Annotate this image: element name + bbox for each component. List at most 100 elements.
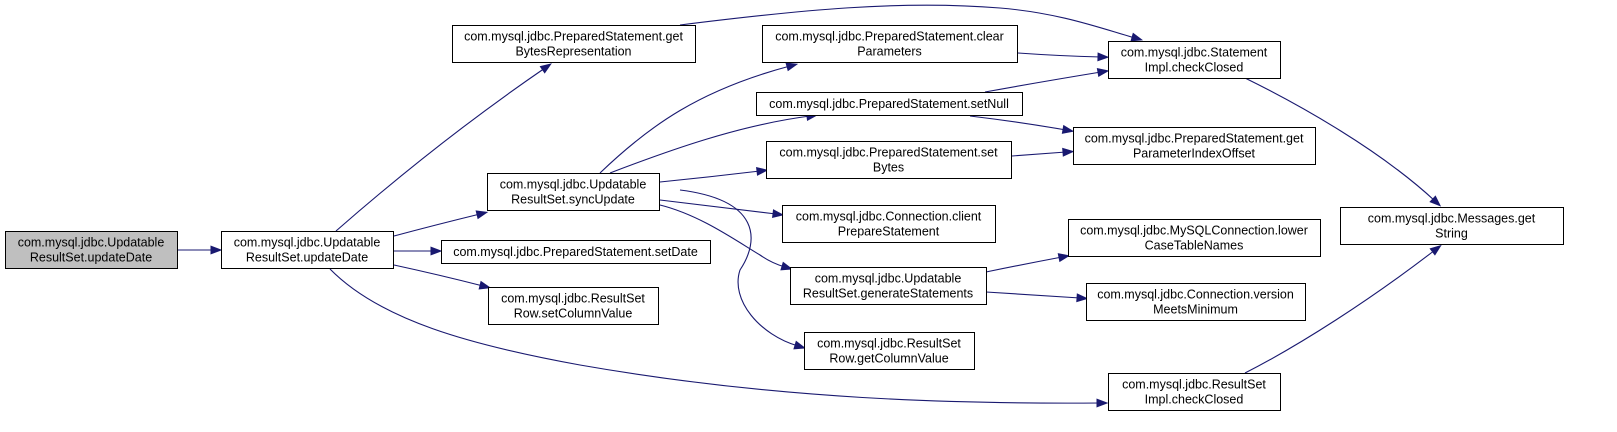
edge-n11-n16 bbox=[985, 291, 1089, 303]
node-box bbox=[452, 25, 696, 63]
node-label-line: com.mysql.jdbc.Updatable bbox=[18, 236, 165, 250]
node-label-line: com.mysql.jdbc.Statement bbox=[1121, 46, 1268, 60]
node-box bbox=[1108, 41, 1281, 79]
edge-line bbox=[1244, 249, 1436, 374]
node-n9[interactable]: com.mysql.jdbc.PreparedStatement.setByte… bbox=[766, 141, 1012, 179]
edge-n3-n11 bbox=[659, 204, 794, 271]
edge-line bbox=[659, 170, 761, 183]
node-label-line: ResultSet.updateDate bbox=[246, 251, 368, 265]
node-n2[interactable]: com.mysql.jdbc.PreparedStatement.getByte… bbox=[452, 25, 696, 63]
node-n11[interactable]: com.mysql.jdbc.UpdatableResultSet.genera… bbox=[790, 267, 987, 305]
node-label-line: Row.setColumnValue bbox=[514, 307, 633, 321]
root-node-box bbox=[5, 231, 178, 269]
node-box bbox=[1086, 283, 1306, 321]
arrowhead bbox=[430, 246, 443, 256]
node-label-line: Impl.checkClosed bbox=[1145, 61, 1244, 75]
node-box bbox=[221, 231, 394, 269]
edge-n8-n13 bbox=[984, 68, 1110, 93]
nodes-layer: com.mysql.jdbc.UpdatableResultSet.update… bbox=[5, 25, 1564, 411]
node-n15[interactable]: com.mysql.jdbc.MySQLConnection.lowerCase… bbox=[1068, 219, 1321, 257]
node-n7[interactable]: com.mysql.jdbc.PreparedStatement.clearPa… bbox=[762, 25, 1018, 63]
arrowhead bbox=[780, 261, 794, 271]
node-box bbox=[804, 332, 975, 370]
node-label-line: com.mysql.jdbc.PreparedStatement.get bbox=[464, 30, 683, 44]
edge-line bbox=[679, 4, 1136, 39]
node-box bbox=[790, 267, 987, 305]
node-label-line: ResultSet.generateStatements bbox=[803, 287, 973, 301]
arrowhead bbox=[1429, 195, 1442, 207]
node-box bbox=[1068, 219, 1321, 257]
node-n4[interactable]: com.mysql.jdbc.PreparedStatement.setDate bbox=[441, 240, 711, 264]
node-label-line: com.mysql.jdbc.PreparedStatement.clear bbox=[775, 30, 1004, 44]
edge-line bbox=[1244, 77, 1436, 202]
edge-n2-n13 bbox=[679, 4, 1144, 42]
node-label-line: com.mysql.jdbc.PreparedStatement.set bbox=[779, 146, 998, 160]
node-box bbox=[1340, 207, 1564, 245]
node-n1[interactable]: com.mysql.jdbc.UpdatableResultSet.update… bbox=[221, 231, 394, 269]
edge-n3-n9 bbox=[659, 166, 769, 183]
arrowhead bbox=[1097, 52, 1110, 62]
node-n14[interactable]: com.mysql.jdbc.PreparedStatement.getPara… bbox=[1073, 127, 1316, 165]
node-label-line: BytesRepresentation bbox=[515, 45, 631, 59]
node-n8[interactable]: com.mysql.jdbc.PreparedStatement.setNull bbox=[756, 92, 1023, 116]
node-n16[interactable]: com.mysql.jdbc.Connection.versionMeetsMi… bbox=[1086, 283, 1306, 321]
edge-n9-n14 bbox=[1011, 147, 1075, 157]
node-n3[interactable]: com.mysql.jdbc.UpdatableResultSet.syncUp… bbox=[487, 173, 660, 211]
node-box bbox=[766, 141, 1012, 179]
edge-n1-n4 bbox=[394, 246, 443, 256]
arrowhead bbox=[793, 340, 807, 350]
node-label-line: String bbox=[1435, 227, 1468, 241]
node-label-line: Bytes bbox=[873, 161, 904, 175]
edges-layer bbox=[178, 4, 1442, 408]
node-label-line: com.mysql.jdbc.ResultSet bbox=[817, 337, 961, 351]
edge-n1-n6 bbox=[329, 268, 1109, 408]
arrowhead bbox=[1096, 68, 1110, 77]
node-label-line: com.mysql.jdbc.Connection.version bbox=[1097, 288, 1294, 302]
edge-n3-n10 bbox=[659, 199, 785, 219]
node-box bbox=[488, 287, 659, 325]
node-box bbox=[1073, 127, 1316, 165]
edge-line bbox=[329, 268, 1101, 404]
node-box bbox=[756, 92, 1023, 116]
node-label-line: Row.getColumnValue bbox=[829, 352, 948, 366]
edge-line bbox=[335, 67, 546, 232]
edge-n3-n7 bbox=[599, 62, 799, 174]
node-box bbox=[762, 25, 1018, 63]
arrowhead bbox=[539, 63, 552, 74]
edge-line bbox=[393, 213, 481, 237]
arrowhead bbox=[1061, 124, 1075, 134]
node-label-line: com.mysql.jdbc.PreparedStatement.setDate bbox=[453, 245, 698, 259]
edge-line bbox=[984, 71, 1102, 93]
edge-line bbox=[985, 256, 1063, 273]
node-box bbox=[487, 173, 660, 211]
node-label-line: com.mysql.jdbc.Messages.get bbox=[1368, 212, 1536, 226]
node-n5[interactable]: com.mysql.jdbc.ResultSetRow.setColumnVal… bbox=[488, 287, 659, 325]
arrowhead bbox=[478, 280, 492, 290]
arrowhead bbox=[1057, 253, 1071, 263]
edge-n0-n1 bbox=[178, 245, 223, 255]
edge-n11-n15 bbox=[985, 253, 1071, 273]
edge-n3-n12 bbox=[679, 189, 807, 350]
edge-n8-n14 bbox=[969, 115, 1075, 134]
edge-line bbox=[609, 115, 811, 174]
node-label-line: com.mysql.jdbc.ResultSet bbox=[501, 292, 645, 306]
node-n10[interactable]: com.mysql.jdbc.Connection.clientPrepareS… bbox=[782, 205, 996, 243]
edge-line bbox=[659, 199, 777, 215]
edge-line bbox=[599, 65, 791, 174]
node-n0[interactable]: com.mysql.jdbc.UpdatableResultSet.update… bbox=[5, 231, 178, 269]
arrowhead bbox=[1429, 244, 1442, 256]
edge-n1-n3 bbox=[393, 210, 489, 237]
arrowhead bbox=[756, 166, 769, 176]
arrowhead bbox=[785, 62, 799, 72]
arrowhead bbox=[1062, 147, 1075, 157]
arrowhead bbox=[475, 210, 489, 220]
edge-line bbox=[659, 204, 786, 268]
node-box bbox=[1108, 373, 1281, 411]
node-label-line: PrepareStatement bbox=[838, 225, 940, 239]
node-label-line: ParameterIndexOffset bbox=[1133, 147, 1256, 161]
node-n12[interactable]: com.mysql.jdbc.ResultSetRow.getColumnVal… bbox=[804, 332, 975, 370]
arrowhead bbox=[1076, 293, 1089, 303]
